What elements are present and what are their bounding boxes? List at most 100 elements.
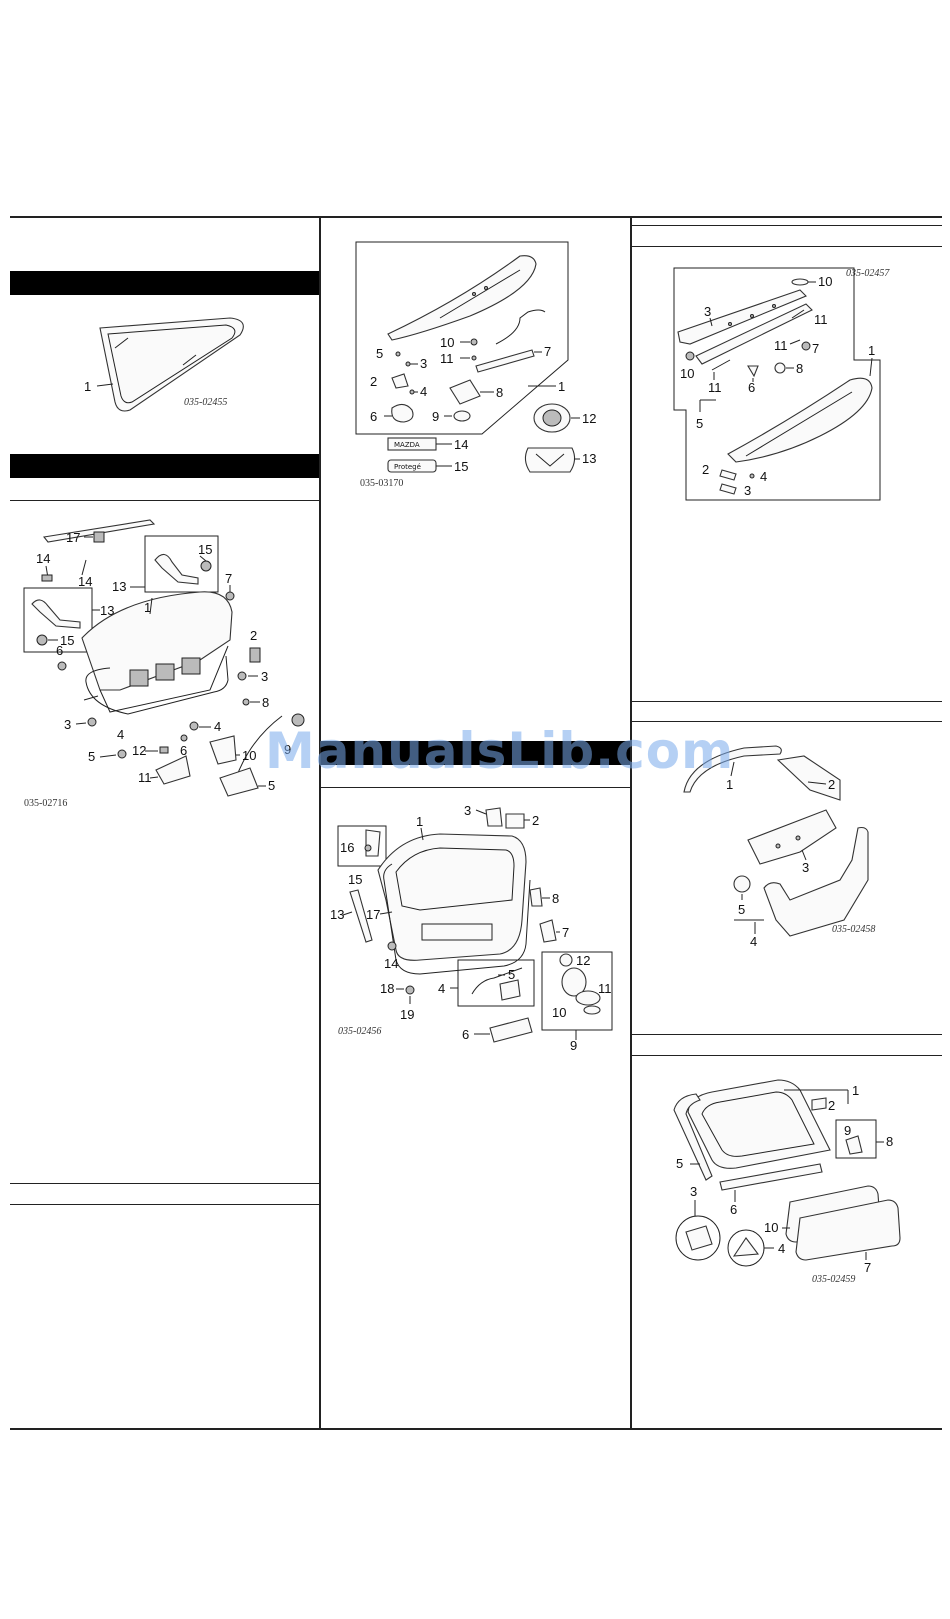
high-mount-stop-light-part: [475, 349, 535, 373]
section-header-bar: [10, 271, 319, 295]
callout-label: 2: [370, 374, 377, 389]
bracket-part: [505, 813, 525, 829]
glass-reflection: [182, 354, 197, 366]
callout-label: 13: [330, 907, 344, 922]
callout-label: 1: [868, 343, 875, 358]
lock-cylinder-part: [561, 967, 587, 997]
callout-label: 5: [376, 346, 383, 361]
callout-label: 10: [440, 335, 454, 350]
callout-label: 7: [225, 571, 232, 586]
bracket-part: [485, 807, 503, 827]
callout-label: 2: [250, 628, 257, 643]
callout-label: 4: [750, 934, 757, 949]
section-rule: [10, 500, 319, 501]
seal-part: [391, 403, 414, 423]
spoiler-part: [727, 377, 873, 463]
figure-code: 035-03170: [360, 478, 403, 489]
section-rule: [632, 1034, 942, 1035]
callout-label: 8: [496, 385, 503, 400]
liftgate-window-diagram: 1 5 2 9 8 6 10 7 3: [673, 1079, 901, 1285]
trunk-lid-diagram: 17 14 14 15 13 7 13 15: [23, 519, 305, 809]
screw-part: [159, 746, 169, 754]
bracket-part: [391, 373, 409, 389]
section-rule: [10, 1204, 319, 1205]
callout-label: 2: [828, 777, 835, 792]
protege-badge-text: Protegé: [394, 463, 421, 471]
striker-part: [529, 887, 543, 907]
clip-part: [93, 531, 105, 543]
callout-label: 8: [796, 361, 803, 376]
section-rule: [632, 225, 942, 226]
callout-label: 1: [726, 777, 733, 792]
callout-label: 4: [760, 469, 767, 484]
callout-label: 13: [112, 579, 126, 594]
callout-label: 9: [570, 1038, 577, 1053]
clip-box: [835, 1119, 877, 1159]
callout-label: 4: [214, 719, 221, 734]
callout-label: 3: [420, 356, 427, 371]
figure-code: 035-02455: [184, 397, 227, 408]
section-rule: [321, 787, 630, 788]
mazda-emblem-wing: [524, 447, 576, 473]
leader-line: [96, 383, 114, 387]
lock-actuator-part: [219, 767, 259, 797]
callout-label: 7: [544, 344, 551, 359]
mazda-badge-text: MAZDA: [394, 441, 420, 449]
lock-cylinder-part: [291, 713, 305, 727]
column-divider-right: [630, 216, 632, 1430]
ring-part: [559, 953, 573, 967]
bumper-reinforcement-part: [683, 745, 782, 793]
actuator-part: [489, 1017, 533, 1043]
lid-recess: [181, 657, 201, 675]
bottom-rule: [10, 1428, 942, 1430]
latch-box: [457, 959, 535, 1007]
callout-label: 3: [64, 717, 71, 732]
hinge-box: [23, 587, 93, 653]
license-plate-panel: [795, 1199, 901, 1261]
latch-part: [209, 735, 237, 765]
callout-label: 11: [440, 351, 454, 366]
gas-strut-part: [349, 889, 373, 943]
callout-label: 4: [420, 384, 427, 399]
clip-part: [733, 875, 751, 893]
bumper-fascia-part: [763, 826, 869, 937]
callout-label: 14: [36, 551, 50, 566]
weatherstrip-loop: [85, 655, 229, 715]
callout-label: 11: [774, 338, 788, 353]
liftgate-glass-part: [687, 1079, 831, 1169]
rear-bumper-diagram: 1 2 3 5 4 035-02458: [683, 745, 875, 949]
callout-label: 11: [708, 380, 722, 395]
figure-code: 035-02457: [846, 268, 890, 279]
callout-label: 10: [552, 1005, 566, 1020]
bracket-part: [776, 755, 841, 801]
callout-label: 5: [738, 902, 745, 917]
callout-label: 3: [802, 860, 809, 875]
bolt-part: [36, 634, 48, 646]
callout-label: 6: [730, 1202, 737, 1217]
bracket-part: [249, 647, 261, 663]
figure-code: 035-02458: [832, 924, 875, 935]
callout-label: 13: [582, 451, 596, 466]
bracket-part: [719, 469, 737, 481]
callout-label: 15: [454, 459, 468, 474]
seal-strip-part: [719, 1163, 823, 1191]
callout-label: 1: [144, 600, 151, 615]
hinge-part: [31, 599, 81, 629]
callout-label: 17: [366, 907, 380, 922]
liftgate-panel: [377, 833, 527, 961]
nut-part: [225, 591, 235, 601]
callout-label: 2: [828, 1098, 835, 1113]
callout-label: 8: [552, 891, 559, 906]
liftgate-diagram: 16 15 1 17 13 14 18 19 3 2: [330, 803, 613, 1053]
latch-part: [499, 979, 521, 1001]
nut-part: [57, 661, 67, 671]
callout-label: 12: [582, 411, 596, 426]
figure-code: 035-02716: [24, 798, 67, 809]
callout-label: 10: [764, 1220, 778, 1235]
callout-label: 3: [690, 1184, 697, 1199]
bolt-part: [242, 698, 250, 706]
quarter-window-inner: [107, 324, 236, 404]
liftgate-glass: [395, 847, 515, 911]
